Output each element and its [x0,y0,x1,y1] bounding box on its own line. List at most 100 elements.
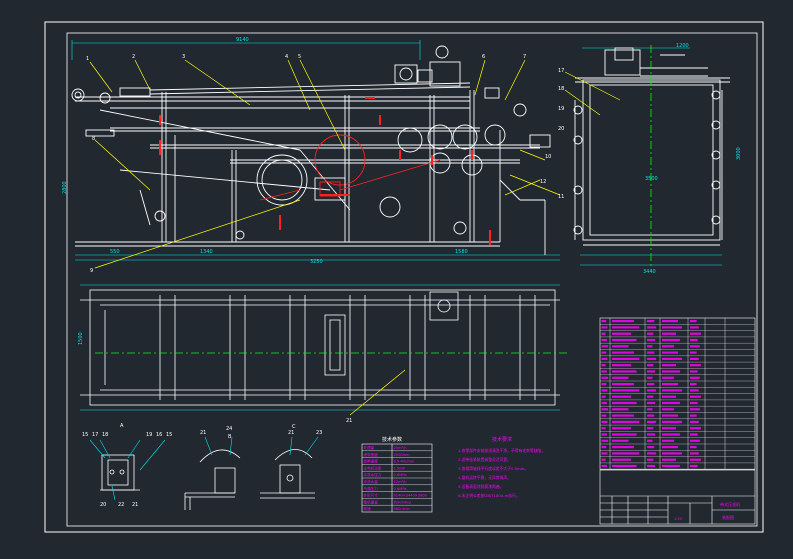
front-bottom-dim-4: 1580 [455,249,468,255]
parts-list-cell-text [662,320,679,323]
side-view-callouts: 17 18 19 20 [558,68,564,132]
tech-note-4: 4.整机运转平稳，无异常噪声。 [458,475,511,480]
detail-a-label-2: 17 [92,432,98,438]
parts-list-cell-text [690,326,699,329]
detail-c-label-1: 21 [288,430,294,436]
parts-list-cell-text [662,389,683,392]
spec-table-value: 1.5kW [394,466,406,470]
parts-list-cell-text [612,345,629,348]
parts-list-cell-text [690,345,700,348]
parts-list-cell-text [647,427,654,430]
spec-table-key: 滤带速度 [364,459,379,464]
parts-list-cell-text [662,433,681,436]
parts-list-cell-text [612,320,634,323]
callout-8: 8 [92,136,95,142]
tech-note-6: 6.未注明公差按GB/T1804-m执行。 [458,493,520,498]
spec-table-value: 12m³/h [394,480,407,484]
parts-list-cell-text [647,439,653,442]
detail-c-label-2: 23 [316,430,322,436]
parts-list-cell-text [662,383,679,386]
parts-list-cell-text [690,401,698,405]
parts-list-cell-text [601,414,607,417]
parts-list-cell-text [612,458,632,461]
parts-list-cell-text [647,464,656,468]
parts-list-cell-text [647,433,656,436]
parts-list-cell-text [647,383,655,386]
parts-list-cell-text [662,338,681,342]
parts-list-cell-text [601,427,606,430]
parts-list-cell-text [647,458,654,461]
parts-list-cell-text [601,345,609,348]
parts-list-cell-text [612,351,634,354]
parts-list-cell-text [612,433,637,436]
parts-list-cell-text [690,383,697,386]
parts-list-cell-text [690,414,697,417]
spec-table-title: 技术参数 [382,436,402,443]
parts-list-cell-text [612,452,640,455]
callout-17: 17 [558,68,564,74]
parts-list-cell-text [601,401,607,405]
parts-list-cell-text [647,320,655,323]
detail-b [184,449,241,510]
parts-list-cell-text [601,464,607,468]
parts-list-cell-text [601,351,607,354]
callout-1: 1 [86,56,89,62]
parts-list-cell-text [662,464,681,468]
parts-list-cell-text [690,427,701,430]
detail-a-label-9: 21 [132,502,138,508]
tech-note-1: 1.各零部件安装前须清洗干净，不得有毛刺等缺陷。 [458,448,545,453]
detail-a-label-7: 22 [118,502,124,508]
parts-list-cell-text [612,446,634,449]
parts-list-cell-text [647,446,655,449]
parts-list-cell-text [662,401,681,405]
parts-list-cell-text [647,401,656,405]
callout-19: 19 [558,106,564,112]
inner-border [66,32,758,527]
front-view-labels: 9140 2800 550 1340 3250 1580 [62,37,468,265]
parts-list-cell-text [662,458,677,461]
spec-table-key: 冲洗水量 [364,479,379,484]
parts-list-cell-text [601,389,608,392]
side-top-dimension: 1200 [676,43,689,49]
parts-list-cell-text [690,439,700,442]
parts-list-cell-text [612,401,637,405]
spec-table-key: 处理量 [364,445,375,450]
parts-list-cell-text [612,389,640,392]
parts-list-cell-text [647,408,653,411]
parts-list-cell-text [612,464,637,468]
parts-list-cell-text [612,427,632,430]
parts-list-cell-text [690,433,698,436]
detail-b-leaders [204,436,233,456]
title-block-name: 带式压滤机 [720,501,740,507]
parts-list-cell-text [662,452,683,455]
parts-list-cell-text [690,452,699,455]
parts-list-cell-text [612,395,632,398]
title-block-drawing-no: 装配图 [722,514,734,520]
spec-table-key: 主电机功率 [364,465,382,470]
parts-list-cell-text [662,395,677,398]
parts-list-cell-text [612,376,629,379]
parts-list-cell-text [690,464,698,468]
parts-list-cell-text [612,364,632,367]
parts-list-cell-text [690,332,701,335]
parts-list-cell-text [612,383,634,386]
parts-list-cell-text [601,376,609,379]
front-bottom-dim-1: 550 [110,249,120,255]
detail-b-label-2: 24 [226,426,232,432]
parts-list-cell-text [612,357,640,360]
parts-list-cell-text [662,408,675,411]
parts-list-cell-text [601,370,607,373]
parts-list-cell-text [647,357,657,360]
parts-list-cell-text [601,408,609,411]
front-view-callouts: 1 2 3 4 5 6 7 8 9 10 11 12 [86,54,564,274]
front-bottom-dim-2: 1340 [200,249,213,255]
front-view-leaders [89,59,561,269]
parts-list-cell-text [662,446,679,449]
side-view-leaders [564,71,621,116]
parts-list-cell-text [612,420,640,423]
tech-note-3: 3.各辊筒轴线平行度误差不大于0.5mm。 [458,466,528,471]
callout-11: 11 [558,194,564,200]
tech-notes: 1.各零部件安装前须清洗干净，不得有毛刺等缺陷。 2.滤带张紧装置调整灵活可靠。… [458,448,545,498]
callout-12: 12 [540,179,546,185]
